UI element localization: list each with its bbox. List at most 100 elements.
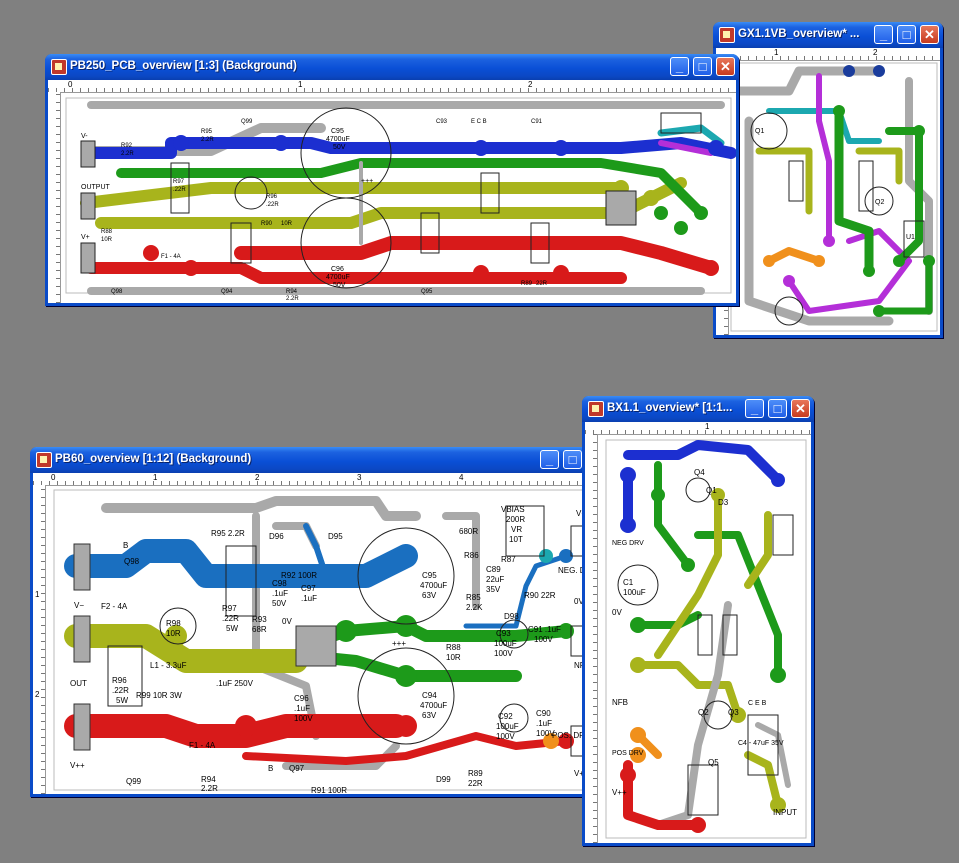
app-icon[interactable] <box>51 59 67 75</box>
svg-text:22uF: 22uF <box>486 575 504 584</box>
svg-text:5W: 5W <box>226 624 238 633</box>
svg-text:C E B: C E B <box>748 700 767 707</box>
close-icon[interactable]: ✕ <box>791 399 810 418</box>
svg-text:R96: R96 <box>266 194 278 200</box>
svg-text:63V: 63V <box>422 591 437 600</box>
svg-text:2.2R: 2.2R <box>201 784 218 793</box>
board-view[interactable]: 0 1 2 3 4 1 2 <box>33 473 606 794</box>
svg-text:C93: C93 <box>496 629 511 638</box>
svg-text:50V: 50V <box>272 599 287 608</box>
app-icon[interactable] <box>36 452 52 468</box>
svg-text:4700uF: 4700uF <box>326 136 350 143</box>
board-view[interactable]: 0 1 2 <box>48 80 736 303</box>
svg-text:C94: C94 <box>422 691 437 700</box>
maximize-icon[interactable]: □ <box>897 25 916 44</box>
window-title: GX1.1VB_overview* ... <box>738 28 860 40</box>
window-pb60[interactable]: PB60_overview [1:12] (Background) _ □ ✕ … <box>30 447 609 797</box>
svg-text:R89: R89 <box>521 281 533 287</box>
svg-text:V++: V++ <box>574 769 589 778</box>
svg-text:POS DRV: POS DRV <box>612 750 644 757</box>
title-bar[interactable]: PB60_overview [1:12] (Background) _ □ ✕ <box>30 447 609 473</box>
window-bx1[interactable]: BX1.1_overview* [1:1... _ □ ✕ 1 <box>582 396 814 846</box>
svg-text:C4 - 47uF 35V: C4 - 47uF 35V <box>738 740 784 747</box>
svg-text:+++: +++ <box>361 178 373 185</box>
svg-text:R94: R94 <box>201 775 216 784</box>
svg-text:Q97: Q97 <box>289 764 305 773</box>
svg-text:R89: R89 <box>468 769 483 778</box>
svg-text:NEG DRV: NEG DRV <box>612 540 644 547</box>
svg-text:R97: R97 <box>222 604 237 613</box>
minimize-icon[interactable]: _ <box>540 450 559 469</box>
pcb-board[interactable]: R95 2.2R B D96 D95 Q98 V− F2 - 4A R98 10… <box>46 486 606 794</box>
ruler-left <box>585 434 598 843</box>
svg-text:D96: D96 <box>269 532 284 541</box>
svg-text:68R: 68R <box>252 625 267 634</box>
svg-text:.1uF: .1uF <box>301 594 317 603</box>
svg-text:C92: C92 <box>498 712 513 721</box>
svg-text:Q94: Q94 <box>221 289 233 295</box>
svg-text:R94: R94 <box>286 289 298 295</box>
svg-text:D3: D3 <box>718 498 729 507</box>
ruler-top: 0 1 2 <box>48 80 736 93</box>
svg-text:Q2: Q2 <box>875 199 884 206</box>
svg-text:4700uF: 4700uF <box>420 701 447 710</box>
svg-text:Q99: Q99 <box>241 119 253 125</box>
pcb-board[interactable]: Q1 Q2 Q3 Q4 Q5 D3 C1 100uF NFB NEG DRV P… <box>598 435 811 843</box>
svg-text:2.2K: 2.2K <box>466 603 483 612</box>
svg-text:C97: C97 <box>301 584 316 593</box>
title-bar[interactable]: GX1.1VB_overview* ... _ □ ✕ <box>713 22 943 48</box>
svg-text:+++: +++ <box>392 639 406 648</box>
svg-text:C91 .1uF: C91 .1uF <box>528 625 561 634</box>
svg-text:Q95: Q95 <box>421 289 433 295</box>
svg-text:R95: R95 <box>201 129 213 135</box>
svg-text:R92: R92 <box>121 143 133 149</box>
svg-text:50V: 50V <box>333 282 346 289</box>
maximize-icon[interactable]: □ <box>768 399 787 418</box>
app-icon[interactable] <box>588 401 604 417</box>
title-bar[interactable]: PB250_PCB_overview [1:3] (Background) _ … <box>45 54 739 80</box>
svg-text:R99 10R 3W: R99 10R 3W <box>136 691 182 700</box>
title-bar[interactable]: BX1.1_overview* [1:1... _ □ ✕ <box>582 396 814 422</box>
minimize-icon[interactable]: _ <box>745 399 764 418</box>
minimize-icon[interactable]: _ <box>874 25 893 44</box>
svg-text:R88: R88 <box>446 643 461 652</box>
svg-text:100uF: 100uF <box>623 588 646 597</box>
svg-text:R90: R90 <box>261 221 273 227</box>
svg-text:U1: U1 <box>906 234 915 241</box>
svg-text:680R: 680R <box>459 527 478 536</box>
svg-text:D98: D98 <box>504 612 519 621</box>
svg-text:L1 - 3.3uF: L1 - 3.3uF <box>150 661 187 670</box>
svg-text:R86: R86 <box>464 551 479 560</box>
svg-text:Q98: Q98 <box>111 289 123 295</box>
svg-text:NEG. DRV.: NEG. DRV. <box>558 566 598 575</box>
close-icon[interactable]: ✕ <box>920 25 939 44</box>
ruler-top: 1 2 <box>716 48 940 61</box>
ruler-top: 1 <box>585 422 811 435</box>
svg-text:.1uF: .1uF <box>536 719 552 728</box>
svg-text:.1uF: .1uF <box>294 704 310 713</box>
svg-text:V++: V++ <box>70 761 85 770</box>
pcb-layout: Q1 Q2 U1 <box>730 62 938 332</box>
svg-text:B: B <box>268 764 273 773</box>
minimize-icon[interactable]: _ <box>670 57 689 76</box>
window-pb250[interactable]: PB250_PCB_overview [1:3] (Background) _ … <box>45 54 739 306</box>
window-gx1[interactable]: GX1.1VB_overview* ... _ □ ✕ 1 2 <box>713 22 943 338</box>
maximize-icon[interactable]: □ <box>693 57 712 76</box>
svg-text:R98: R98 <box>166 619 181 628</box>
svg-text:63V: 63V <box>422 711 437 720</box>
close-icon[interactable]: ✕ <box>716 57 735 76</box>
maximize-icon[interactable]: □ <box>563 450 582 469</box>
board-view[interactable]: 1 2 <box>716 48 940 335</box>
svg-text:C95: C95 <box>331 128 344 135</box>
ruler-top: 0 1 2 3 4 <box>33 473 606 486</box>
pcb-board[interactable]: Q1 Q2 U1 <box>729 61 940 335</box>
svg-text:35V: 35V <box>486 585 501 594</box>
svg-text:100V: 100V <box>294 714 313 723</box>
board-view[interactable]: 1 <box>585 422 811 843</box>
app-icon[interactable] <box>719 27 735 43</box>
pcb-board[interactable]: C95 4700uF 50V C96 4700uF 50V OUTPUT V- … <box>61 93 736 303</box>
svg-text:0V: 0V <box>612 608 622 617</box>
window-title: PB250_PCB_overview [1:3] (Background) <box>70 60 297 72</box>
svg-text:INPUT: INPUT <box>773 808 797 817</box>
svg-text:.22R: .22R <box>222 614 239 623</box>
